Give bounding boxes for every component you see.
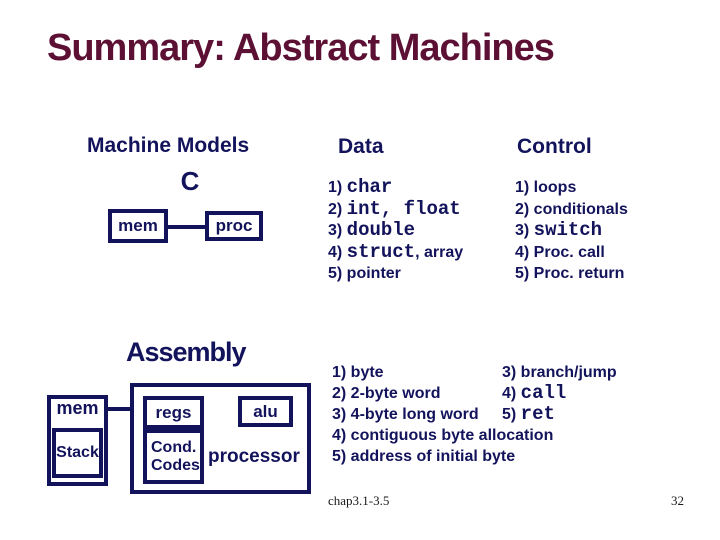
column-header-control: Control — [517, 135, 592, 158]
assembly-alu-box: alu — [238, 396, 293, 427]
c-mem-box: mem — [108, 209, 168, 243]
assembly-label: Assembly — [126, 337, 247, 367]
list-item: 4) call — [502, 382, 567, 404]
assembly-regs-label: regs — [155, 402, 192, 422]
footer-page-number: 32 — [671, 493, 684, 508]
assembly-mem-label: mem — [56, 398, 99, 418]
column-header-data: Data — [338, 135, 384, 158]
assembly-stack-label: Stack — [56, 444, 99, 461]
list-item: 1) char — [328, 176, 393, 198]
list-item: 4) contiguous byte allocation — [332, 427, 554, 444]
slide-title: Summary: Abstract Machines — [47, 27, 555, 69]
list-item: 2) 2-byte word — [332, 385, 441, 402]
assembly-processor-label: processor — [208, 446, 300, 467]
assembly-mem-processor-connector — [105, 407, 133, 411]
list-item: 3) branch/jump — [502, 364, 617, 381]
c-proc-box-label: proc — [215, 216, 253, 235]
c-machine-label: C — [180, 166, 200, 196]
list-item: 3) switch — [515, 219, 603, 241]
list-item: 3) 4-byte long word — [332, 406, 479, 423]
c-mem-proc-connector — [165, 225, 207, 229]
assembly-cond-codes-line1: Cond. — [151, 438, 197, 456]
list-item: 5) address of initial byte — [332, 448, 516, 465]
c-mem-box-label: mem — [118, 216, 158, 235]
list-item: 2) conditionals — [515, 200, 628, 218]
assembly-regs-box: regs — [143, 396, 204, 429]
list-item: 1) byte — [332, 364, 384, 381]
assembly-cond-codes-box: Cond. Codes — [143, 429, 204, 484]
assembly-data-list: 1) byte 2) 2-byte word 3) 4-byte long word… — [332, 362, 553, 467]
list-item: 4) struct, array — [328, 240, 464, 263]
list-item: 1) loops — [515, 179, 577, 196]
assembly-stack-box: Stack — [52, 428, 103, 478]
list-item: 5) Proc. return — [515, 265, 625, 282]
c-proc-box: proc — [205, 211, 263, 241]
column-header-machine-models: Machine Models — [87, 134, 250, 157]
list-item: 5) pointer — [328, 265, 401, 282]
list-item: 4) Proc. call — [515, 243, 605, 261]
assembly-cond-codes-line2: Codes — [151, 456, 200, 474]
list-item: 5) ret — [502, 403, 555, 425]
footer-chapter: chap3.1-3.5 — [328, 493, 390, 508]
list-item: 2) int, float — [328, 197, 461, 220]
assembly-alu-label: alu — [253, 401, 278, 421]
list-item: 3) double — [328, 219, 416, 241]
